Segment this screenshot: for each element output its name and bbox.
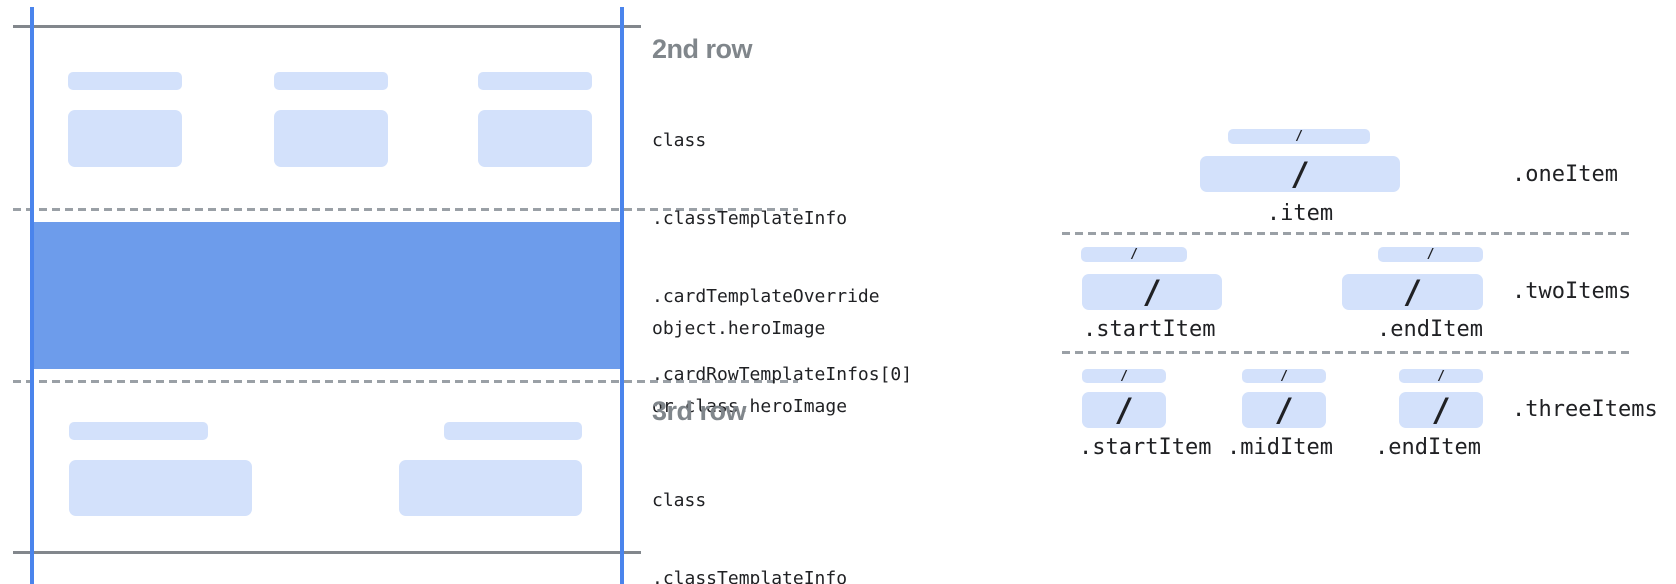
- hero-image-block: [30, 222, 624, 369]
- one-item-layout-label: .oneItem: [1512, 162, 1618, 187]
- two-items-end-label-placeholder: /: [1378, 247, 1483, 262]
- two-items-end-value-placeholder: /: [1342, 274, 1483, 310]
- three-items-mid-value-placeholder: /: [1242, 392, 1326, 428]
- row2-path-line: .cardTemplateOverride: [652, 286, 880, 307]
- hero-path-line: or class.heroImage: [652, 396, 848, 417]
- one-item-value-placeholder: /: [1200, 156, 1400, 192]
- row2-path-line: .cardRowTemplateInfos[0]: [652, 364, 913, 385]
- one-item-label-placeholder: /: [1228, 129, 1370, 144]
- row3-start-value-placeholder: [69, 460, 252, 516]
- three-items-start-value-placeholder: /: [1082, 392, 1166, 428]
- row2-col3-label-placeholder: [478, 72, 592, 90]
- three-items-end-value-placeholder: /: [1399, 392, 1483, 428]
- row3-end-value-placeholder: [399, 460, 582, 516]
- row3-start-label-placeholder: [69, 422, 208, 440]
- slash-glyph: /: [1431, 391, 1451, 429]
- row2-hero-dashed-divider: [13, 208, 798, 211]
- two-items-start-item-label: .startItem: [1083, 317, 1216, 342]
- slash-glyph: /: [1437, 368, 1445, 384]
- three-items-start-label-placeholder: /: [1082, 369, 1166, 383]
- hero-row3-dashed-divider: [13, 380, 798, 383]
- slash-glyph: /: [1280, 368, 1288, 384]
- slash-glyph: /: [1142, 273, 1162, 311]
- row3-heading: 3rd row: [652, 396, 747, 426]
- three-items-layout-label: .threeItems: [1512, 397, 1658, 422]
- one-item-item-label: .item: [1266, 201, 1334, 226]
- card-left-guide-line: [30, 7, 34, 584]
- row2-heading: 2nd row: [652, 34, 753, 64]
- two-three-dashed-divider: [1062, 351, 1630, 354]
- two-items-start-value-placeholder: /: [1082, 274, 1222, 310]
- slash-glyph: /: [1120, 368, 1128, 384]
- card-right-guide-line: [620, 7, 624, 584]
- card-bottom-border-line: [13, 551, 641, 554]
- hero-path-line: object.heroImage: [652, 318, 826, 339]
- two-items-end-item-label: .endItem: [1377, 317, 1483, 342]
- hero-image-path: object.heroImage or class.heroImage: [652, 264, 847, 472]
- three-items-mid-item-label: .midItem: [1227, 435, 1333, 460]
- three-items-end-label-placeholder: /: [1399, 369, 1483, 383]
- row2-col2-label-placeholder: [274, 72, 388, 90]
- three-items-start-item-label: .startItem: [1079, 435, 1212, 460]
- slash-glyph: /: [1274, 391, 1294, 429]
- slash-glyph: /: [1295, 129, 1303, 144]
- row2-path-line: class: [652, 130, 707, 151]
- slash-glyph: /: [1114, 391, 1134, 429]
- slash-glyph: /: [1130, 247, 1138, 262]
- two-items-start-label-placeholder: /: [1081, 247, 1187, 262]
- row2-class-path: class .classTemplateInfo .cardTemplateOv…: [652, 76, 912, 440]
- row2-col1-label-placeholder: [68, 72, 182, 90]
- one-two-dashed-divider: [1062, 232, 1630, 235]
- row3-path-line: .classTemplateInfo: [652, 568, 848, 584]
- slash-glyph: /: [1402, 273, 1423, 311]
- row2-path-line: .classTemplateInfo: [652, 208, 848, 229]
- two-items-layout-label: .twoItems: [1512, 279, 1632, 304]
- three-items-mid-label-placeholder: /: [1242, 369, 1326, 383]
- row3-end-label-placeholder: [444, 422, 582, 440]
- row2-col3-value-placeholder: [478, 110, 592, 167]
- slash-glyph: /: [1426, 247, 1435, 262]
- three-items-end-item-label: .endItem: [1375, 435, 1481, 460]
- card-top-border-line: [13, 25, 641, 28]
- row2-col1-value-placeholder: [68, 110, 182, 167]
- row3-path-line: class: [652, 490, 707, 511]
- row2-col2-value-placeholder: [274, 110, 388, 167]
- row3-class-path: class .classTemplateInfo .cardTemplateOv…: [652, 436, 912, 584]
- slash-glyph: /: [1290, 155, 1310, 193]
